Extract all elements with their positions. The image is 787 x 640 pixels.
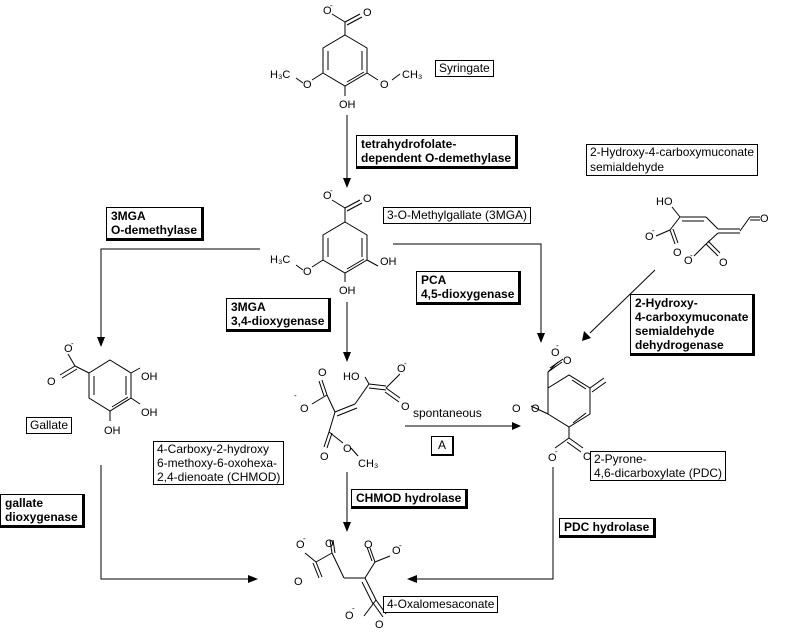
hcms-o-aldehyde: O bbox=[760, 213, 769, 225]
arrow-pdc-to-oma bbox=[417, 467, 554, 580]
svg-text:-: - bbox=[399, 541, 402, 550]
gallate-label: Gallate bbox=[26, 417, 73, 434]
mga-o-minus: O bbox=[323, 190, 332, 202]
svg-text:-: - bbox=[652, 226, 655, 235]
thf-demethylase-label: tetrahydrofolate- dependent O-demethylas… bbox=[356, 135, 519, 169]
arrow-hcms-to-pdc bbox=[589, 269, 656, 334]
svg-text:-: - bbox=[330, 186, 333, 195]
chmod-structure: O O - HO O - O O O CH₃ bbox=[294, 359, 410, 470]
syringate-methyl-right: CH₃ bbox=[402, 69, 422, 81]
chmod-o-minus: O bbox=[300, 403, 309, 415]
mga-oh-right: OH bbox=[380, 256, 397, 268]
gallate-dioxygenase-label: gallate dioxygenase bbox=[0, 494, 85, 528]
chmod-methyl: CH₃ bbox=[358, 458, 378, 470]
oma-structure: O - O O O O - O - O bbox=[294, 534, 402, 631]
syringate-structure: O - O O H₃C O CH₃ OH bbox=[270, 1, 422, 111]
mga-o-left: O bbox=[303, 266, 312, 278]
gallate-oh-1: OH bbox=[141, 371, 158, 383]
reaction-arrows bbox=[97, 115, 656, 583]
hcms-structure: HO O - O O O - O bbox=[645, 196, 769, 269]
svg-text:-: - bbox=[71, 339, 74, 348]
oma-o-minus-bottom: O bbox=[345, 610, 354, 622]
oma-o-top: O bbox=[364, 539, 373, 551]
chmod-o-top: O bbox=[318, 367, 327, 379]
hcms-o-minus: O bbox=[645, 231, 654, 243]
chmod-ho: HO bbox=[343, 371, 360, 383]
oma-o-keto: O bbox=[325, 538, 334, 550]
oma-o-minus-right: O bbox=[392, 545, 401, 557]
syringate-o-carbonyl: O bbox=[363, 7, 372, 19]
pdc-ring-o: O bbox=[531, 403, 540, 415]
mga-label: 3-O-Methylgallate (3MGA) bbox=[383, 207, 532, 224]
spontaneous-label: spontaneous bbox=[413, 406, 482, 420]
pdc-o-bottom: O bbox=[583, 451, 592, 463]
hcms-o: O bbox=[673, 247, 682, 259]
svg-text:-: - bbox=[556, 341, 559, 350]
chmod-label: 4-Carboxy-2-hydroxy 6-methoxy-6-oxohexa-… bbox=[153, 441, 285, 485]
gallate-o-carbonyl: O bbox=[47, 376, 56, 388]
hcms-dehydrogenase-label: 2-Hydroxy- 4-carboxymuconate semialdehyd… bbox=[630, 294, 756, 356]
pdc-hydrolase-label: PDC hydrolase bbox=[559, 518, 657, 538]
pdc-label: 2-Pyrone- 4,6-dicarboxylate (PDC) bbox=[590, 451, 727, 481]
syringate-o-minus: O bbox=[323, 5, 332, 17]
svg-text:-: - bbox=[690, 251, 693, 260]
gallate-oh-2: OH bbox=[141, 407, 158, 419]
syringate-label: Syringate bbox=[435, 60, 494, 77]
hcms-label: 2-Hydroxy-4-carboxymuconate semialdehyde bbox=[586, 144, 759, 176]
syringate-methyl-left: H₃C bbox=[270, 69, 290, 81]
mga-demethylase-label: 3MGA O-demethylase bbox=[106, 207, 205, 241]
mga-oh-bottom: OH bbox=[339, 285, 356, 297]
box-a-label: A bbox=[431, 436, 455, 456]
hcms-ho: HO bbox=[656, 196, 673, 208]
arrow-gallate-to-oma bbox=[100, 465, 248, 580]
pdc-ring-keto-o: O bbox=[512, 403, 521, 415]
syringate-o-right: O bbox=[380, 79, 389, 91]
chmod-hydrolase-label: CHMOD hydrolase bbox=[351, 489, 469, 509]
svg-text:-: - bbox=[330, 1, 333, 10]
oma-o-bottom: O bbox=[375, 619, 384, 631]
gallate-oh-3: OH bbox=[104, 425, 121, 437]
svg-text:-: - bbox=[404, 359, 407, 368]
pdc-structure: O O O - O O - O bbox=[512, 341, 607, 464]
svg-text:-: - bbox=[294, 391, 297, 400]
pdc-o-carbonyl-top: O bbox=[563, 355, 572, 367]
mga-methyl: H₃C bbox=[270, 254, 290, 266]
hcms-o-bottom: O bbox=[719, 257, 728, 269]
pdc-o-minus-bottom: O bbox=[548, 452, 557, 464]
mga-structure: O - O O H₃C OH OH bbox=[270, 186, 397, 297]
oma-label: 4-Oxalomesaconate bbox=[383, 596, 499, 613]
mga-o-carbonyl: O bbox=[363, 193, 372, 205]
chmod-o-bottom: O bbox=[320, 451, 329, 463]
hcms-o-minus-bottom: O bbox=[684, 255, 693, 267]
syringate-o-left: O bbox=[303, 79, 312, 91]
chmod-o-minus-right: O bbox=[397, 363, 406, 375]
svg-text:-: - bbox=[303, 534, 306, 543]
mga-dioxygenase-label: 3MGA 3,4-dioxygenase bbox=[226, 298, 332, 332]
syringate-oh: OH bbox=[339, 99, 356, 111]
chmod-o-right: O bbox=[401, 401, 410, 413]
arrow-mga-to-gallate bbox=[100, 248, 260, 337]
arrow-mga-to-pdc bbox=[393, 243, 542, 333]
pdc-o-minus-top: O bbox=[551, 347, 560, 359]
svg-text:-: - bbox=[352, 604, 355, 613]
gallate-o-minus: O bbox=[64, 343, 73, 355]
svg-text:-: - bbox=[555, 447, 558, 456]
oma-o-left: O bbox=[294, 576, 303, 588]
gallate-structure: O - O OH OH OH bbox=[47, 339, 158, 437]
pca-dioxygenase-label: PCA 4,5-dioxygenase bbox=[416, 271, 522, 305]
oma-o-minus-left: O bbox=[296, 539, 305, 551]
chmod-o-methoxy: O bbox=[343, 443, 352, 455]
